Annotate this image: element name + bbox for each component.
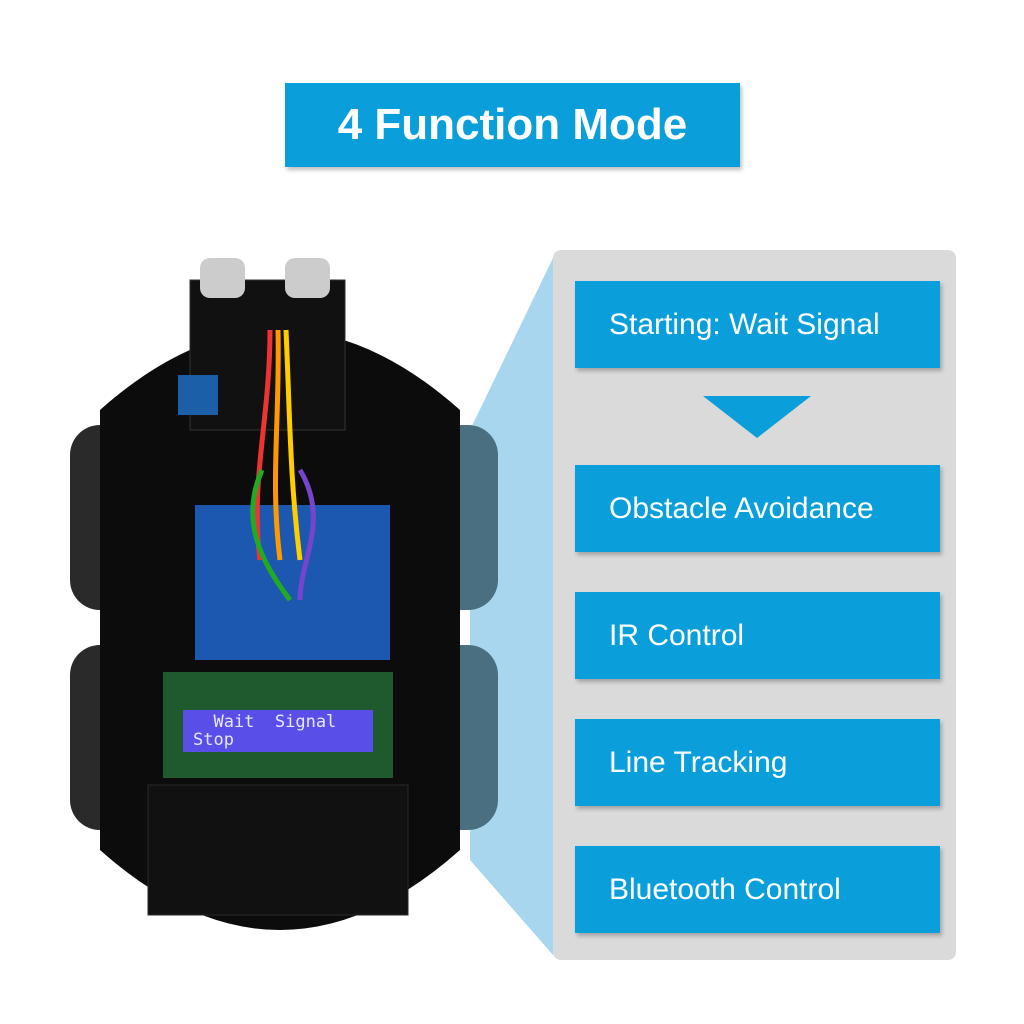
ultrasonic-left: [200, 258, 245, 298]
mode-label: Bluetooth Control: [609, 872, 841, 906]
mode-obstacle-avoidance: Obstacle Avoidance: [575, 465, 940, 552]
lcd-line-2: Stop: [193, 730, 234, 750]
arrow-down-icon: [703, 396, 811, 438]
mode-ir-control: IR Control: [575, 592, 940, 679]
ultrasonic-right: [285, 258, 330, 298]
mode-label: Starting: Wait Signal: [609, 307, 880, 341]
lcd-line-1: Wait Signal: [193, 712, 337, 732]
ir-receiver: [178, 375, 218, 415]
title-banner: 4 Function Mode: [285, 83, 740, 167]
mode-line-tracking: Line Tracking: [575, 719, 940, 806]
wires: [250, 329, 316, 602]
arduino-shield: [195, 505, 390, 660]
callout-wedge: [470, 258, 553, 955]
mode-label: Line Tracking: [609, 745, 788, 779]
title-text: 4 Function Mode: [337, 100, 688, 149]
mode-starting: Starting: Wait Signal: [575, 281, 940, 368]
lcd-screen: [183, 710, 373, 752]
mode-bluetooth-control: Bluetooth Control: [575, 846, 940, 933]
mode-label: IR Control: [609, 618, 745, 652]
battery-box: [147, 784, 409, 916]
mode-label: Obstacle Avoidance: [609, 491, 874, 525]
